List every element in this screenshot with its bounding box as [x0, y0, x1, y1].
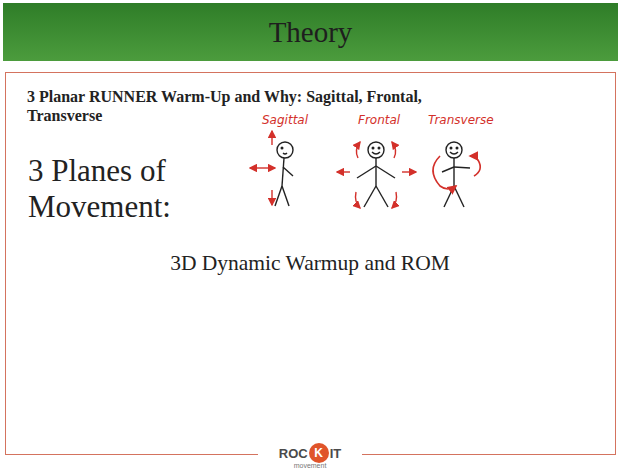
logo-patch: ROCKITmovement	[258, 440, 362, 470]
plane-label: Frontal	[358, 113, 400, 127]
content-frame: 3 Planar RUNNER Warm-Up and Why: Sagitta…	[5, 72, 616, 455]
slide-title: Theory	[3, 3, 618, 61]
planes-heading: 3 Planes of Movement:	[28, 153, 263, 225]
sagittal-figure	[275, 142, 293, 206]
plane-label: Transverse	[428, 113, 494, 127]
sagittal-arrows	[250, 131, 275, 205]
frontal-arrows	[337, 142, 416, 208]
title-band: Theory	[3, 3, 618, 61]
transverse-figure	[442, 142, 470, 207]
transverse-arrows	[433, 156, 480, 189]
plane-label: Sagittal	[262, 113, 308, 127]
logo-row: ROCKIT	[258, 443, 362, 463]
logo-circle-letter: K	[309, 443, 329, 463]
frontal-figure	[357, 142, 395, 207]
warmup-text: 3D Dynamic Warmup and ROM	[6, 249, 614, 277]
logo-text: IT	[330, 446, 342, 461]
logo-text: ROC	[279, 446, 308, 461]
logo-subtitle: movement	[258, 462, 362, 470]
